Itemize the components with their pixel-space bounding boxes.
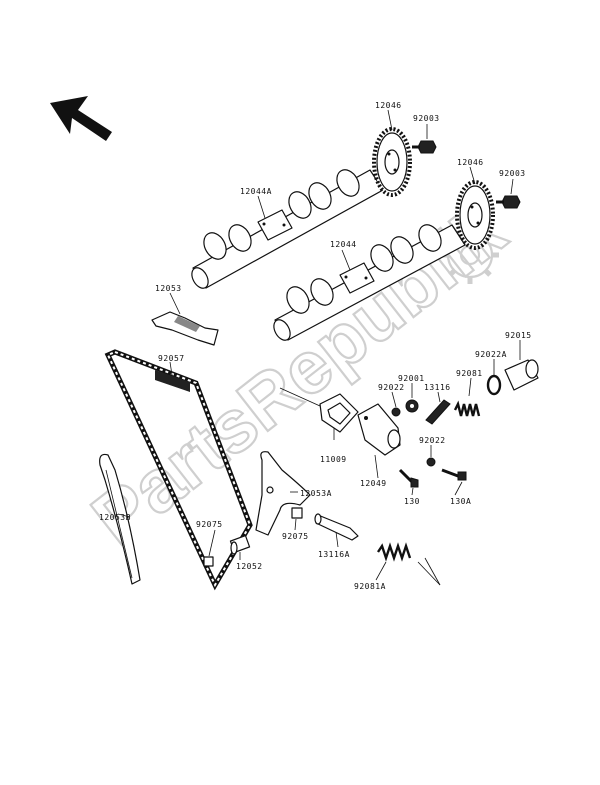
washer-92022-a: [391, 407, 401, 417]
label-92081: 92081: [456, 369, 483, 378]
camshaft-12044: [273, 224, 466, 341]
part-labels: 12046 92003 12046 92003 12044A 12044 120…: [99, 101, 532, 591]
label-130: 130: [404, 497, 420, 506]
label-92001: 92001: [398, 374, 425, 383]
label-92015: 92015: [505, 331, 532, 340]
label-13116: 13116: [424, 383, 451, 392]
label-11009: 11009: [320, 455, 347, 464]
cam-sprocket-b: [455, 180, 495, 250]
collar-92075-a: [203, 556, 214, 567]
washer-92022-b: [426, 457, 436, 467]
label-12044: 12044: [330, 240, 357, 249]
label-92057: 92057: [158, 354, 185, 363]
spring-92081a: [377, 542, 441, 586]
leader-lines: [117, 109, 521, 581]
label-92075-a: 92075: [196, 520, 223, 529]
bolt-92003-b: [496, 195, 521, 209]
label-12053: 12053: [155, 284, 182, 293]
label-92003-a: 92003: [413, 114, 440, 123]
gasket-11009: [279, 387, 359, 433]
label-13116a: 13116A: [318, 550, 350, 559]
label-12052: 12052: [236, 562, 263, 571]
direction-arrow-icon: [50, 96, 112, 141]
label-12046-a: 12046: [375, 101, 402, 110]
label-92022-b: 92022: [419, 436, 446, 445]
bolt-130: [398, 468, 419, 488]
label-12044a: 12044A: [240, 187, 272, 196]
label-12046-b: 12046: [457, 158, 484, 167]
label-12053b: 12053B: [99, 513, 131, 522]
spring-92081: [453, 400, 481, 417]
o-ring-92022a: [486, 374, 502, 396]
chain-guide-12053b: [99, 453, 141, 585]
camshaft-12044a: [191, 169, 384, 289]
label-12049: 12049: [360, 479, 387, 488]
label-92003-b: 92003: [499, 169, 526, 178]
chain-guide-12053a: [255, 451, 311, 536]
collar-92075-b: [291, 507, 303, 519]
cap-92015: [504, 359, 539, 391]
tensioner-body-12049: [357, 403, 401, 456]
bolt-130a: [441, 468, 467, 481]
washer-92001: [405, 399, 419, 413]
timing-chain-92057: [104, 349, 253, 591]
pivot-12052: [229, 535, 251, 555]
label-92075-b: 92075: [282, 532, 309, 541]
rod-13116: [425, 399, 451, 425]
label-130a: 130A: [450, 497, 471, 506]
label-92022-a: 92022: [378, 383, 405, 392]
cam-sprocket-a: [372, 127, 412, 197]
bolt-92003-a: [412, 140, 437, 154]
push-rod-13116a: [314, 513, 359, 541]
label-92022a: 92022A: [475, 350, 507, 359]
label-12053a: 12053A: [300, 489, 332, 498]
chain-guide-12053: [151, 311, 219, 346]
label-92081a: 92081A: [354, 582, 386, 591]
